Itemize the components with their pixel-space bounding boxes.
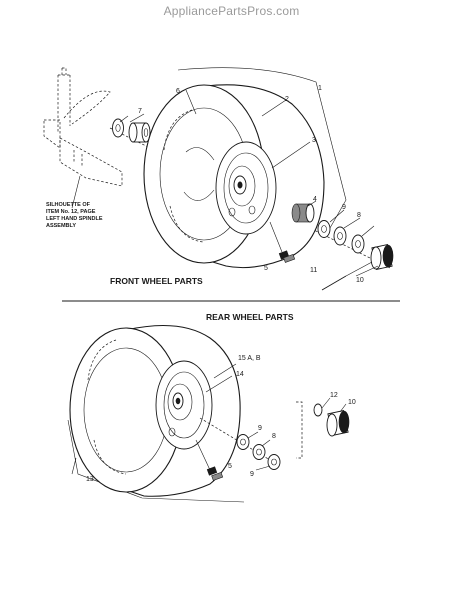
silhouette-note-line2: ITEM No. 12, PAGE [46,209,96,215]
front-pin-11 [321,261,373,291]
rear-callout-12: 12 [330,392,338,399]
rear-rim [155,360,213,450]
rear-callout-9b: 9 [250,471,254,478]
rear-callout-10: 10 [348,399,356,406]
front-callout-11: 11 [310,267,317,274]
front-spacer-8 [128,122,151,143]
rear-washer-9b [267,454,281,470]
front-valve-stem-5 [269,221,296,263]
front-callout-1: 1 [318,85,322,92]
rear-callout-13: 13 [86,476,94,483]
silhouette-note-line4: ASSEMBLY [46,223,77,229]
rear-valve-stem-5 [195,439,224,481]
silhouette-note: SILHOUETTE OF ITEM No. 12, PAGE LEFT HAN… [46,202,118,230]
rear-ring-12 [313,397,331,417]
rear-callout-8: 8 [272,433,276,440]
rear-washer-9 [236,434,250,450]
front-callout-5: 5 [264,265,268,272]
front-washer-9 [317,220,331,238]
front-rim [215,141,277,235]
silhouette-note-line1: SILHOUETTE OF [46,202,90,208]
front-spacer-4 [291,203,315,223]
front-callout-4: 4 [313,196,317,203]
front-section-title: FRONT WHEEL PARTS [110,276,203,286]
front-callout-10: 10 [356,277,364,284]
spindle-silhouette [43,67,123,209]
rear-section-title: REAR WHEEL PARTS [206,312,294,322]
rear-callout-15: 15 A, B [238,355,261,362]
front-callout-2: 2 [285,96,289,103]
front-callout-7: 7 [138,108,142,115]
rear-callout-9a: 9 [258,425,262,432]
front-callout-3: 3 [312,137,316,144]
rear-callout-14: 14 [236,371,244,378]
rear-bearing-10 [326,410,350,437]
rear-washer-8 [252,444,266,460]
front-washer-8 [333,226,347,246]
watermark: AppliancePartsPros.com [163,4,300,18]
front-callout-6: 6 [176,88,180,95]
rear-callout-5: 5 [228,463,232,470]
front-callout-8: 8 [357,212,361,219]
front-washer-7 [112,118,124,138]
front-washer-9b [351,234,365,254]
silhouette-note-line3: LEFT HAND SPINDLE [46,216,103,222]
front-bearing-10 [370,244,394,270]
front-callout-9: 9 [342,204,346,211]
